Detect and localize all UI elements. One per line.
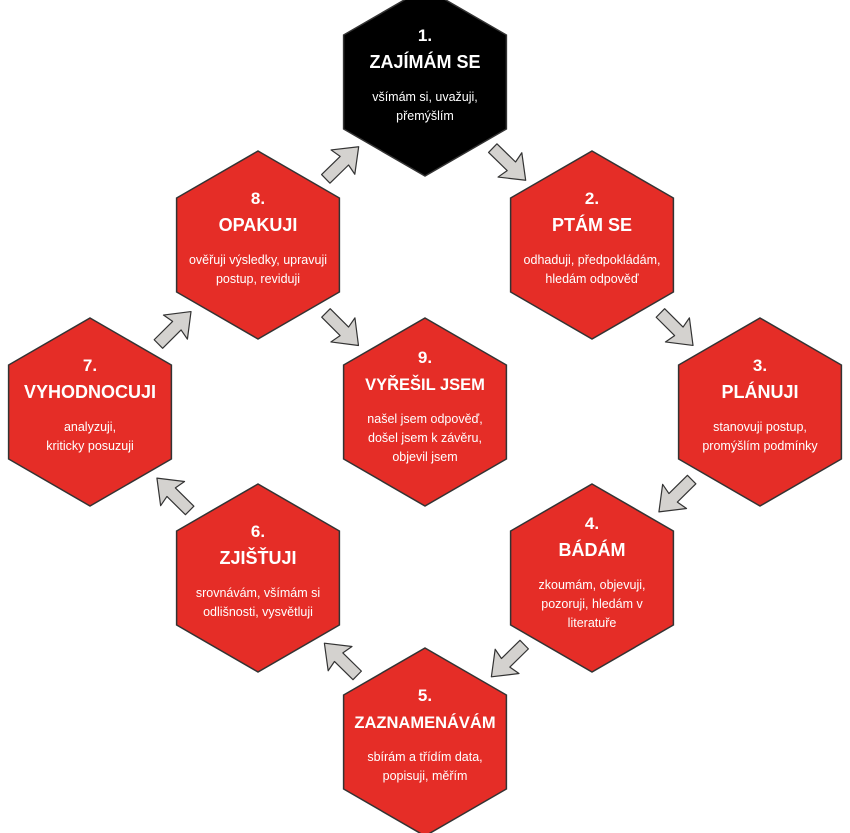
step-9-number: 9. [418, 348, 432, 367]
arrow-7-to-8 [153, 310, 192, 349]
step-8-shape [175, 150, 341, 340]
step-6-shape [175, 483, 341, 673]
step-7-desc-line: kriticky posuzuji [46, 439, 134, 453]
step-1-hexagon: 1. ZAJÍMÁM SE všímám si, uvažuji, přemýšlím [342, 0, 508, 177]
step-2-shape [509, 150, 675, 340]
arrow-8-to-1 [320, 146, 360, 184]
step-1-title: ZAJÍMÁM SE [369, 51, 480, 72]
step-4-desc-line: pozoruji, hledám v [541, 597, 643, 611]
step-9-hexagon: 9. VYŘEŠIL JSEM našel jsem odpověď, došel j… [342, 317, 508, 507]
step-8-desc-line: postup, reviduji [216, 272, 300, 286]
step-8-hexagon: 8. OPAKUJI ověřuji výsledky, upravuji postu… [175, 150, 341, 340]
step-5-desc-line: sbírám a třídím data, [367, 750, 482, 764]
arrow-1-to-2 [487, 143, 527, 181]
arrow-4-to-5 [490, 639, 530, 678]
step-3-hexagon: 3. PLÁNUJI stanovuji postup, promýšlím podm… [677, 317, 843, 507]
step-7-desc-line: analyzuji, [64, 420, 116, 434]
step-1-desc-line: přemýšlím [396, 109, 454, 123]
step-9-shape [342, 317, 508, 507]
step-7-shape [7, 317, 173, 507]
step-3-number: 3. [753, 356, 767, 375]
hexagons-layer: 1. ZAJÍMÁM SE všímám si, uvažuji, přemýšlím… [7, 0, 843, 833]
step-2-number: 2. [585, 189, 599, 208]
step-3-desc-line: promýšlím podmínky [702, 439, 818, 453]
step-3-title: PLÁNUJI [721, 381, 798, 402]
step-9-desc-line: objevil jsem [392, 450, 457, 464]
step-8-number: 8. [251, 189, 265, 208]
step-2-title: PTÁM SE [552, 214, 632, 235]
step-5-shape [342, 647, 508, 833]
step-7-number: 7. [83, 356, 97, 375]
arrows-layer [153, 143, 697, 681]
arrow-8-to-9 [321, 308, 360, 347]
step-3-shape [677, 317, 843, 507]
arrow-2-to-3 [655, 308, 694, 347]
step-1-shape [342, 0, 508, 177]
step-2-desc-line: hledám odpověď [545, 272, 638, 286]
step-7-title: VYHODNOCUJI [24, 382, 156, 402]
step-3-desc-line: stanovuji postup, [713, 420, 807, 434]
step-8-desc-line: ověřuji výsledky, upravuji [189, 253, 327, 267]
step-4-desc-line: zkoumám, objevuji, [539, 578, 646, 592]
step-6-hexagon: 6. ZJIŠŤUJI srovnávám, všímám si odlišnosti… [175, 483, 341, 673]
arrow-6-to-7 [156, 477, 195, 516]
step-5-title: ZAZNAMENÁVÁM [354, 713, 495, 732]
step-4-number: 4. [585, 514, 599, 533]
step-5-number: 5. [418, 686, 432, 705]
step-2-desc-line: odhaduji, předpokládám, [524, 253, 661, 267]
step-4-title: BÁDÁM [559, 539, 626, 560]
step-6-desc-line: odlišnosti, vysvětluji [203, 605, 313, 619]
step-7-hexagon: 7. VYHODNOCUJI analyzuji, kriticky posuzuji [7, 317, 173, 507]
step-4-shape [509, 483, 675, 673]
step-4-hexagon: 4. BÁDÁM zkoumám, objevuji, pozoruji, hledá… [509, 483, 675, 673]
step-6-number: 6. [251, 522, 265, 541]
step-2-hexagon: 2. PTÁM SE odhaduji, předpokládám, hledám o… [509, 150, 675, 340]
step-9-title: VYŘEŠIL JSEM [365, 375, 485, 394]
step-9-desc-line: došel jsem k závěru, [368, 431, 482, 445]
step-5-desc-line: popisuji, měřím [383, 769, 468, 783]
arrow-5-to-6 [323, 642, 363, 681]
step-8-title: OPAKUJI [219, 215, 298, 235]
step-1-number: 1. [418, 26, 432, 45]
step-4-desc-line: literatuře [568, 616, 617, 630]
step-9-desc-line: našel jsem odpověď, [367, 412, 482, 426]
arrow-3-to-4 [658, 474, 697, 513]
step-5-hexagon: 5. ZAZNAMENÁVÁM sbírám a třídím data, popis… [342, 647, 508, 833]
step-6-desc-line: srovnávám, všímám si [196, 586, 320, 600]
step-1-desc-line: všímám si, uvažuji, [372, 90, 478, 104]
step-6-title: ZJIŠŤUJI [219, 547, 296, 568]
